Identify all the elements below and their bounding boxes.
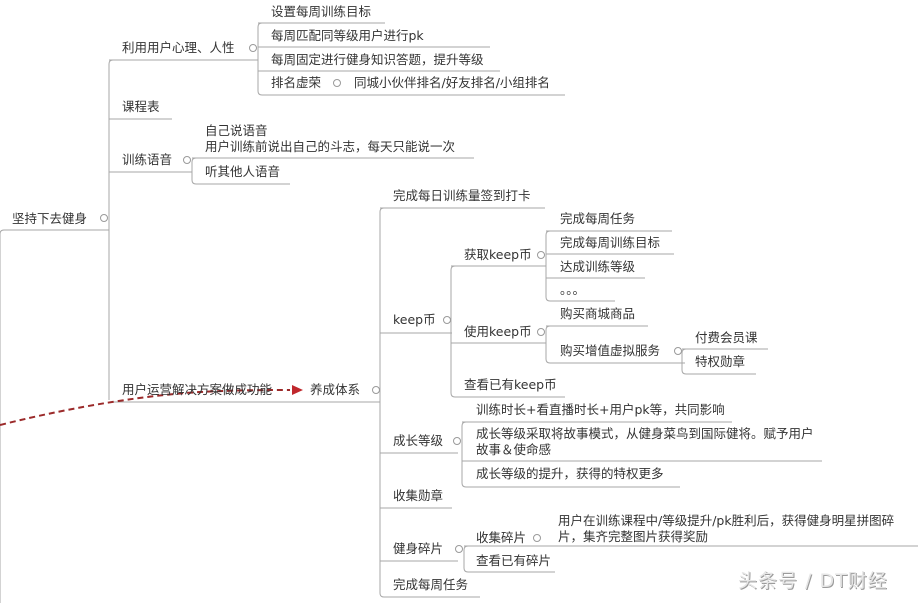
node-use-coin[interactable]: 使用keep币 (464, 324, 532, 339)
node-training-level[interactable]: 达成训练等级 (560, 259, 636, 274)
node-ranking-detail[interactable]: 同城小伙伴排名/好友排名/小组排名 (354, 75, 550, 90)
node-psychology[interactable]: 利用用户心理、人性 (122, 40, 235, 55)
node-weekly-pk[interactable]: 每周匹配同等级用户进行pk (271, 28, 424, 43)
node-habit-system[interactable]: 养成体系 (310, 382, 361, 397)
collapse-toggle-icon[interactable] (372, 386, 380, 394)
node-ellipsis[interactable]: 。。。 (560, 282, 586, 297)
node-view-coin[interactable]: 查看已有keep币 (464, 377, 557, 392)
node-schedule[interactable]: 课程表 (122, 99, 160, 114)
node-buy-mall[interactable]: 购买商城商品 (560, 306, 636, 321)
node-weekly-task[interactable]: 完成每周任务 (560, 211, 636, 226)
node-paid-course[interactable]: 付费会员课 (695, 330, 758, 345)
node-self-voice-desc: 用户训练前说出自己的斗志，每天只能说一次 (205, 139, 456, 154)
node-daily-checkin[interactable]: 完成每日训练量签到打卡 (393, 188, 531, 203)
node-growth-privilege[interactable]: 成长等级的提升，获得的特权更多 (476, 466, 664, 481)
node-complete-weekly-task[interactable]: 完成每周任务 (393, 577, 469, 592)
watermark: 头条号 / DT财经 (738, 570, 888, 592)
node-weekly-training-goal[interactable]: 完成每周训练目标 (560, 235, 661, 250)
collapse-toggle-icon[interactable] (453, 437, 461, 445)
node-earn-coin[interactable]: 获取keep币 (464, 247, 532, 262)
node-weekly-quiz[interactable]: 每周固定进行健身知识答题，提升等级 (271, 52, 484, 67)
collapse-toggle-icon[interactable] (100, 214, 108, 222)
node-fitness-fragments[interactable]: 健身碎片 (393, 541, 444, 556)
collapse-toggle-icon[interactable] (443, 316, 451, 324)
node-ranking-vanity[interactable]: 排名虚荣 (271, 75, 322, 90)
node-growth-level[interactable]: 成长等级 (393, 433, 444, 448)
collapse-toggle-icon[interactable] (333, 79, 341, 87)
node-view-fragments[interactable]: 查看已有碎片 (476, 553, 552, 568)
node-growth-story[interactable]: 成长等级采取将故事模式，从健身菜鸟到国际健将。赋予用户故事＆使命感 (476, 426, 814, 457)
root-node[interactable]: 坚持下去健身 (12, 211, 88, 226)
node-training-voice[interactable]: 训练语音 (122, 152, 173, 167)
node-fragments-desc[interactable]: 用户在训练课程中/等级提升/pk胜利后，获得健身明星拼图碎片，集齐完整图片获得奖… (558, 513, 895, 544)
node-collect-fragments[interactable]: 收集碎片 (476, 530, 527, 545)
collapse-toggle-icon[interactable] (183, 156, 191, 164)
collapse-toggle-icon[interactable] (455, 545, 463, 553)
node-listen-voice[interactable]: 听其他人语音 (205, 164, 281, 179)
node-weekly-goal[interactable]: 设置每周训练目标 (271, 4, 372, 19)
collapse-toggle-icon[interactable] (537, 328, 545, 336)
node-keep-coin[interactable]: keep币 (393, 312, 436, 327)
collapse-toggle-icon[interactable] (537, 251, 545, 259)
node-operations[interactable]: 用户运营解决方案做成功能 (122, 382, 273, 397)
node-growth-factors[interactable]: 训练时长+看直播时长+用户pk等，共同影响 (476, 402, 725, 417)
node-self-voice[interactable]: 自己说语音 (205, 123, 268, 138)
node-collect-badges[interactable]: 收集勋章 (393, 488, 444, 503)
node-privilege-badge[interactable]: 特权勋章 (695, 354, 746, 369)
node-buy-vas[interactable]: 购买增值虚拟服务 (560, 343, 661, 358)
collapse-toggle-icon[interactable] (533, 534, 541, 542)
collapse-toggle-icon[interactable] (674, 347, 682, 355)
collapse-toggle-icon[interactable] (249, 44, 257, 52)
